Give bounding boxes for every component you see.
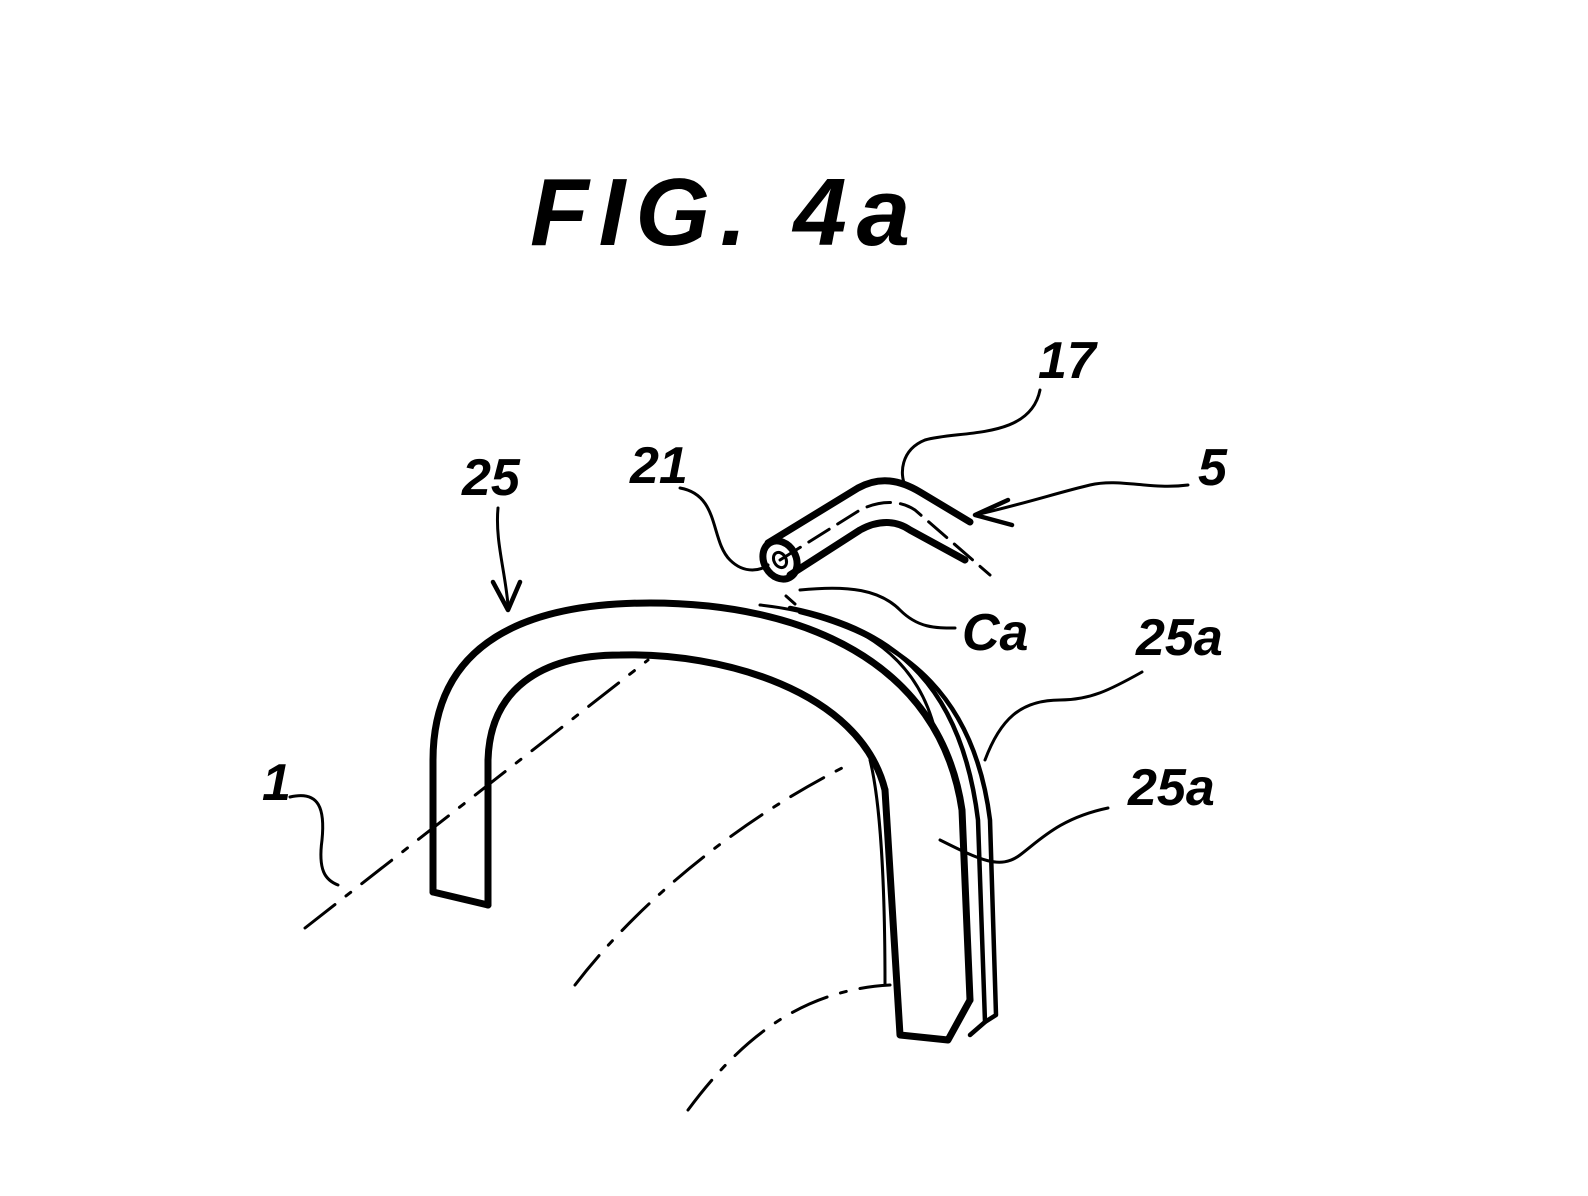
figure-title: FIG. 4a [530,159,920,266]
arrow-25 [490,506,523,613]
leader-21 [678,486,770,572]
axis-line-1 [303,658,650,930]
axis-line-lower [686,983,892,1112]
label-21: 21 [629,437,688,495]
arrow-5 [972,481,1190,528]
label-5: 5 [1198,439,1228,497]
nozzle-17 [759,477,992,606]
leader-25a-upper [983,670,1144,762]
label-25a-lower: 25a [1127,759,1215,817]
leader-ca [798,586,957,630]
label-17: 17 [1038,332,1098,390]
label-25a-upper: 25a [1135,609,1223,667]
coil-segment-25 [429,599,999,1044]
label-1: 1 [262,754,291,812]
leader-17 [901,388,1042,487]
axis-line-1-ext [573,766,844,987]
label-ca: Ca [962,604,1028,662]
label-25: 25 [461,449,521,507]
leader-1 [288,794,340,887]
leader-25a-lower [938,806,1110,864]
